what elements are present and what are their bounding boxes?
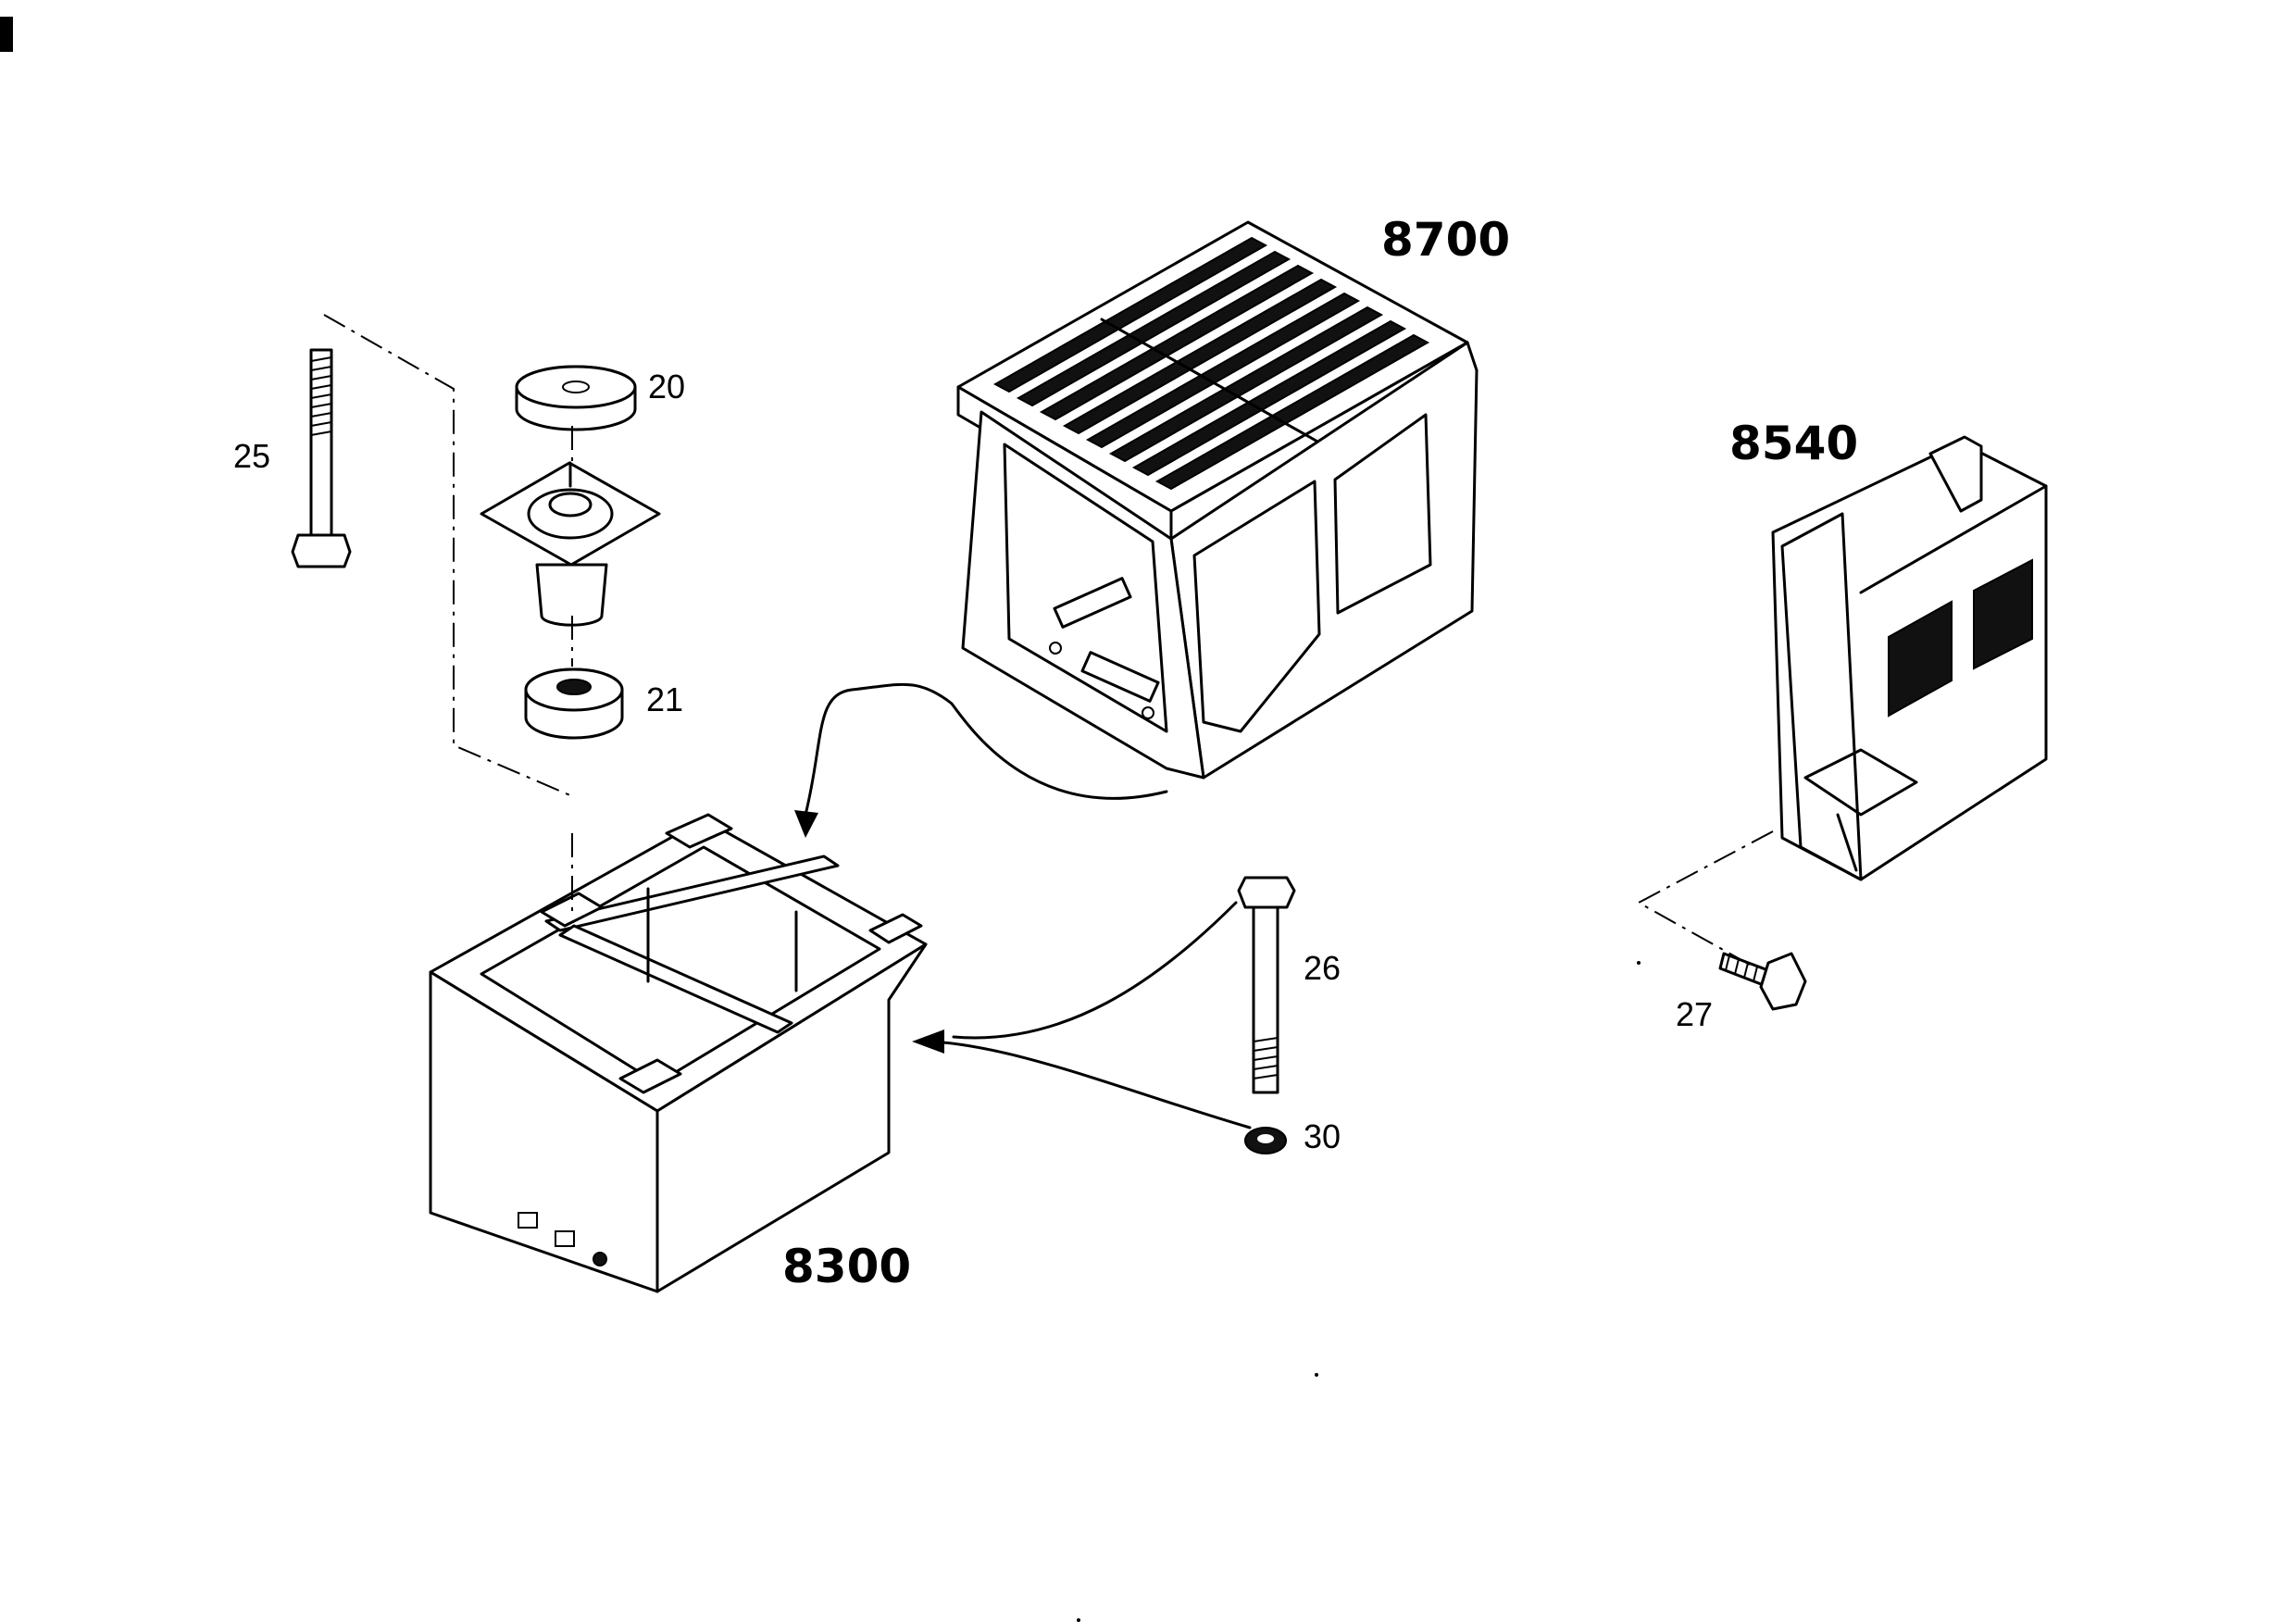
mount-21	[524, 668, 624, 740]
bolt-25	[291, 348, 352, 568]
label-cap: 20	[648, 368, 685, 406]
label-screw: 27	[1676, 995, 1713, 1033]
speck	[1315, 1373, 1318, 1377]
label-bolt-long: 25	[233, 437, 270, 475]
bolt-26	[1237, 876, 1296, 1094]
cab-frame-8700	[956, 220, 1479, 780]
centerlines	[323, 314, 1774, 966]
speck	[1077, 1618, 1080, 1622]
label-bolt-base: 26	[1304, 949, 1341, 987]
label-base-frame: 8300	[782, 1240, 911, 1293]
screw-27	[1718, 952, 1807, 1011]
mount-flange	[480, 461, 661, 627]
speck	[1637, 961, 1641, 965]
label-rear-panel: 8540	[1729, 417, 1858, 470]
corner-mark	[0, 17, 13, 52]
roof-grating	[992, 236, 1430, 491]
label-washer: 30	[1304, 1117, 1341, 1155]
assembly-arrows	[794, 682, 1252, 1129]
base-frame-8300	[429, 813, 928, 1293]
washer-30	[1244, 1127, 1287, 1154]
cap-20	[515, 365, 637, 431]
label-mount: 21	[646, 680, 683, 718]
label-cab-frame: 8700	[1381, 213, 1510, 267]
rear-panel-8540	[1771, 435, 2048, 881]
